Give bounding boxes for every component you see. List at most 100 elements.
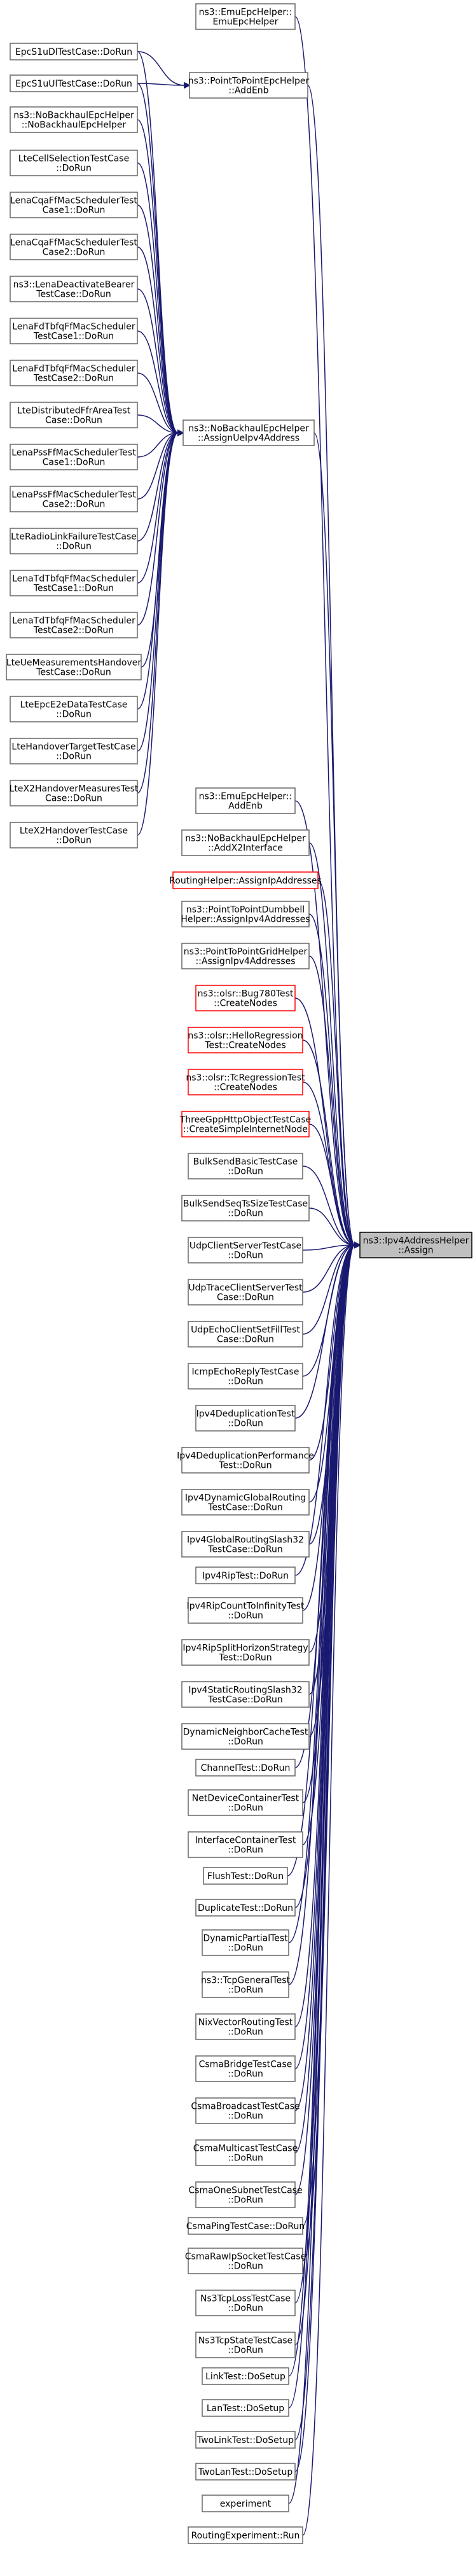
node-three-gpp-http[interactable]: ThreeGppHttpObjectTestCase::CreateSimple…	[179, 1111, 312, 1137]
node-epc-s1u-dl[interactable]: EpcS1uDlTestCase::DoRun	[10, 43, 138, 60]
node-channel-test[interactable]: ChannelTest::DoRun	[195, 1759, 296, 1777]
node-ipv4-rip-count-box	[188, 1597, 303, 1624]
node-two-link-test[interactable]: TwoLinkTest::DoSetup	[195, 2431, 296, 2449]
edge-epc_s1u_ul-to-add-enb	[137, 83, 185, 86]
node-csma-multicast[interactable]: CsmaMulticastTestCase::DoRun	[193, 2139, 298, 2166]
node-lena-fdtbfq-1-box	[10, 318, 138, 344]
node-two-lan-test[interactable]: TwoLanTest::DoSetup	[195, 2463, 296, 2481]
node-olsr-hello[interactable]: ns3::olsr::HelloRegressionTest::CreateNo…	[188, 1027, 303, 1053]
node-emu-add-enb[interactable]: ns3::EmuEpcHelper::AddEnb	[195, 787, 296, 814]
node-lan-test[interactable]: LanTest::DoSetup	[202, 2399, 289, 2417]
node-ipv4-rip[interactable]: Ipv4RipTest::DoRun	[195, 1566, 296, 1584]
node-nix-vector[interactable]: NixVectorRoutingTest::DoRun	[195, 2013, 296, 2040]
edge-routing_helper-to-ipv4-assign	[317, 880, 355, 1246]
node-flush-test[interactable]: FlushTest::DoRun	[203, 1867, 288, 1885]
node-emu-epc-helper-top[interactable]: ns3::EmuEpcHelper::EmuEpcHelper	[195, 3, 296, 30]
node-icmp-echo[interactable]: IcmpEchoReplyTestCase::DoRun	[188, 1363, 303, 1390]
node-lena-fdtbfq-1-label: LenaFdTbfqFfMacScheduler	[12, 322, 135, 332]
node-lte-x2-handover[interactable]: LteX2HandoverTestCase::DoRun	[10, 822, 138, 848]
node-lena-cqa-2-label: LenaCqaFfMacSchedulerTest	[10, 238, 137, 248]
node-experiment[interactable]: experiment	[202, 2495, 289, 2512]
node-olsr-bug780-box	[195, 985, 296, 1011]
node-ipv4-global-slash32-box	[181, 1531, 310, 1558]
edge-p2p_dumbbell-to-ipv4-assign	[308, 913, 355, 1246]
node-lte-cell-selection[interactable]: LteCellSelectionTestCase::DoRun	[10, 150, 138, 176]
node-olsr-tc[interactable]: ns3::olsr::TcRegressionTest::CreateNodes	[186, 1069, 305, 1095]
node-dyn-neighbor[interactable]: DynamicNeighborCacheTest::DoRun	[181, 1723, 310, 1750]
node-csma-broadcast[interactable]: CsmaBroadcastTestCase::DoRun	[191, 2097, 300, 2124]
node-csma-raw-ip[interactable]: CsmaRawIpSocketTestCase::DoRun	[185, 2248, 306, 2274]
node-ns3-tcp-loss[interactable]: Ns3TcpLossTestCase::DoRun	[195, 2290, 296, 2316]
node-bulk-send-basic[interactable]: BulkSendBasicTestCase::DoRun	[188, 1153, 303, 1179]
node-ipv4-address-helper-assign[interactable]: ns3::Ipv4AddressHelper::Assign	[359, 1232, 472, 1258]
node-net-device-container[interactable]: NetDeviceContainerTest::DoRun	[188, 1789, 303, 1816]
node-assign-ue-ipv4-address[interactable]: ns3::NoBackhaulEpcHelper::AssignUeIpv4Ad…	[182, 419, 315, 446]
node-lte-radio-link-label: LteRadioLinkFailureTestCase	[11, 532, 137, 542]
node-nobackhaul-ctor-label: ::NoBackhaulEpcHelper	[22, 120, 127, 130]
node-dynamic-partial[interactable]: DynamicPartialTest::DoRun	[202, 1929, 289, 1956]
node-udp-client-server[interactable]: UdpClientServerTestCase::DoRun	[188, 1237, 303, 1263]
node-csma-ping[interactable]: CsmaPingTestCase::DoRun	[186, 2217, 305, 2235]
node-bulk-send-seq[interactable]: BulkSendSeqTsSizeTestCase::DoRun	[181, 1195, 310, 1221]
node-ipv4-static-slash32-label: TestCase::DoRun	[207, 1695, 282, 1705]
node-lena-tdbet-2-box	[10, 612, 138, 638]
node-p2p-grid-label: ::AssignIpv4Addresses	[195, 957, 295, 967]
node-routing-helper[interactable]: RoutingHelper::AssignIpAddresses	[169, 871, 322, 889]
node-csma-bridge[interactable]: CsmaBridgeTestCase::DoRun	[195, 2055, 296, 2082]
node-ns3-tcp-state[interactable]: Ns3TcpStateTestCase::DoRun	[195, 2332, 296, 2358]
node-csma-one-subnet[interactable]: CsmaOneSubnetTestCase::DoRun	[188, 2181, 303, 2208]
node-dyn-neighbor-box	[181, 1723, 310, 1750]
node-link-test[interactable]: LinkTest::DoSetup	[202, 2367, 289, 2385]
node-ipv4-dyn-global-box	[181, 1489, 310, 1516]
node-nobackhaul-ctor[interactable]: ns3::NoBackhaulEpcHelper::NoBackhaulEpcH…	[10, 106, 138, 133]
node-nix-vector-label: ::DoRun	[228, 2027, 263, 2038]
node-p2p-dumbbell[interactable]: ns3::PointToPointDumbbellHelper::AssignI…	[181, 901, 310, 927]
node-olsr-bug780[interactable]: ns3::olsr::Bug780Test::CreateNodes	[195, 985, 296, 1011]
node-add-enb[interactable]: ns3::PointToPointEpcHelper::AddEnb	[188, 72, 310, 99]
node-ipv4-global-slash32-label: TestCase::DoRun	[207, 1545, 282, 1555]
node-routing-helper-box	[172, 871, 319, 889]
node-lte-radio-link[interactable]: LteRadioLinkFailureTestCase::DoRun	[10, 528, 138, 554]
node-epc-s1u-ul[interactable]: EpcS1uUlTestCase::DoRun	[10, 74, 138, 92]
node-nobackhaul-addx2[interactable]: ns3::NoBackhaulEpcHelper::AddX2Interface	[181, 829, 310, 856]
node-three-gpp-http-box	[181, 1111, 310, 1137]
node-lte-epc-e2e[interactable]: LteEpcE2eDataTestCase::DoRun	[10, 696, 138, 722]
node-p2p-grid[interactable]: ns3::PointToPointGridHelper::AssignIpv4A…	[181, 943, 310, 969]
nodes-layer: ns3::EmuEpcHelper::EmuEpcHelperEpcS1uDlT…	[6, 3, 472, 2544]
node-lte-handover-target[interactable]: LteHandoverTargetTestCase::DoRun	[10, 738, 138, 764]
node-lte-ue-meas-label: LteUeMeasurementsHandover	[6, 658, 142, 668]
node-emu-add-enb-label: AddEnb	[228, 801, 263, 812]
node-bulk-send-basic-label: ::DoRun	[228, 1167, 263, 1177]
node-tcp-general[interactable]: ns3::TcpGeneralTest::DoRun	[201, 1971, 291, 1998]
node-ipv4-rip-count[interactable]: Ipv4RipCountToInfinityTest::DoRun	[187, 1597, 305, 1624]
node-duplicate-test[interactable]: DuplicateTest::DoRun	[195, 1899, 296, 1917]
node-ipv4-dedup[interactable]: Ipv4DeduplicationTest::DoRun	[195, 1405, 296, 1432]
node-olsr-tc-label: ns3::olsr::TcRegressionTest	[186, 1073, 305, 1083]
node-interface-container[interactable]: InterfaceContainerTest::DoRun	[188, 1831, 303, 1858]
node-net-device-container-label: NetDeviceContainerTest	[192, 1794, 299, 1804]
node-olsr-hello-box	[188, 1027, 303, 1053]
node-epc-s1u-ul-label: EpcS1uUlTestCase::DoRun	[15, 79, 132, 89]
edge-lte_cell_selection-to-assign-ue-ipv4	[137, 162, 179, 433]
node-ns3-tcp-loss-label: ::DoRun	[228, 2304, 263, 2314]
node-routing-experiment[interactable]: RoutingExperiment::Run	[188, 2526, 303, 2544]
